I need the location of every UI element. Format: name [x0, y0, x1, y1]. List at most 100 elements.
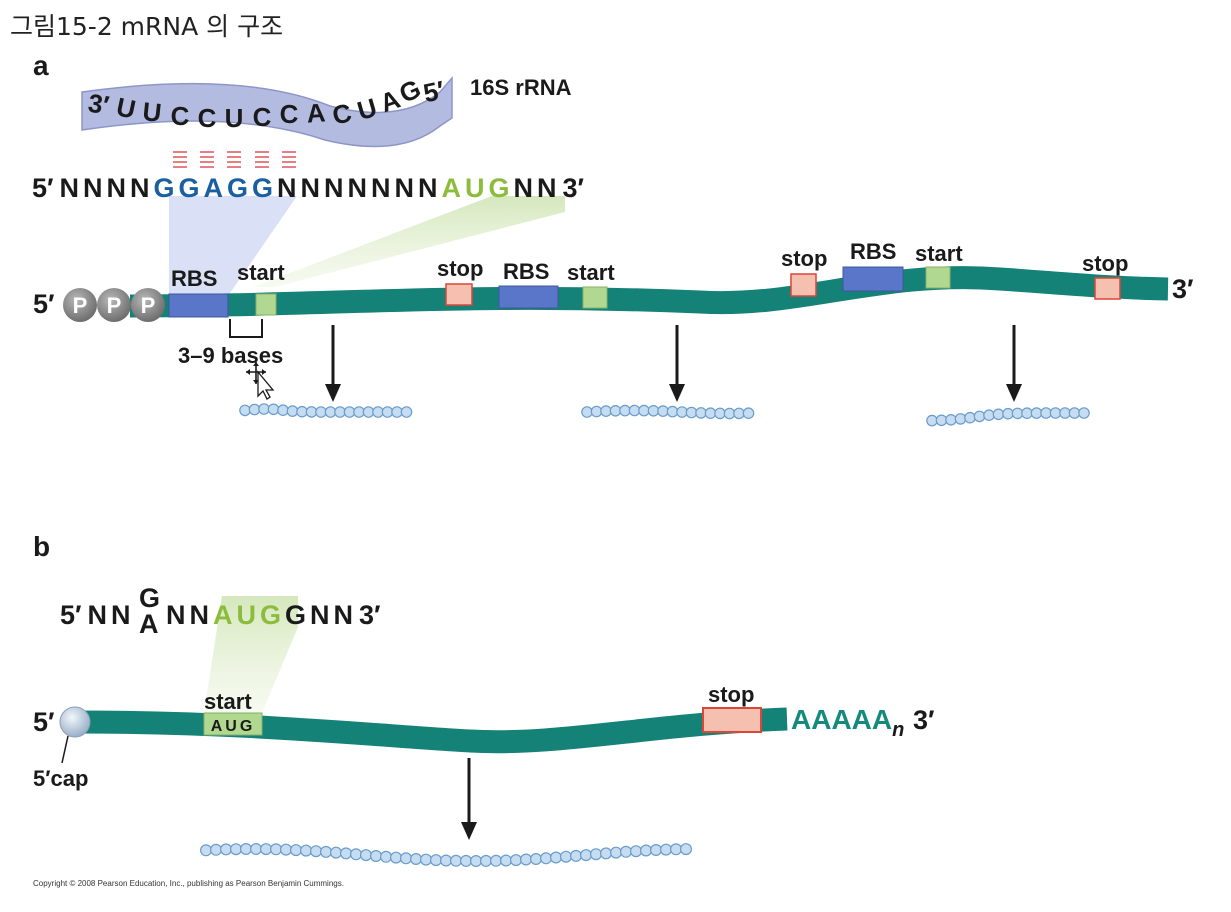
seq-a-n-mid: NNNNNNN: [277, 173, 442, 203]
amino-acid-bead: [657, 405, 669, 417]
amino-acid-bead: [390, 851, 403, 864]
rrna-letter: U: [225, 103, 244, 133]
mrna-b-3prime: 3′: [913, 705, 935, 735]
amino-acid-bead: [992, 408, 1005, 421]
label-stop-2: stop: [781, 246, 827, 271]
amino-acid-bead: [286, 405, 299, 417]
mrna-a-5prime: 5′: [33, 289, 55, 319]
label-rbs-1: RBS: [171, 266, 217, 291]
stop-box-2: [790, 273, 817, 297]
amino-acid-bead: [1059, 407, 1071, 419]
amino-acid-bead: [391, 406, 403, 418]
label-start-3: start: [915, 241, 963, 266]
phosphate-circle-2: [97, 288, 131, 322]
rbs-box-3: [842, 266, 904, 292]
amino-acid-bead: [704, 407, 717, 419]
panel-a-letter: a: [33, 50, 49, 81]
amino-acid-bead: [305, 406, 318, 418]
seq-a-n-left: NNNN: [60, 173, 154, 203]
amino-acid-bead: [296, 405, 308, 418]
amino-acid-bead: [1021, 407, 1033, 419]
amino-acid-bead: [1049, 407, 1062, 419]
amino-acid-bead: [270, 843, 283, 856]
rrna-letter: U: [141, 96, 163, 128]
amino-acid-bead: [470, 854, 483, 867]
mrna-sequence-b-rest: NNAUGGNN3′: [166, 600, 381, 630]
triphosphate-5prime: P P P: [63, 288, 165, 322]
polypeptide-chain-3: [926, 407, 1090, 427]
start-codon-text: AUG: [211, 718, 256, 735]
amino-acid-bead: [581, 406, 593, 418]
start-box-2: [582, 286, 608, 309]
seq-b-g-top: G: [139, 583, 160, 613]
rrna-letter: A: [306, 97, 327, 128]
amino-acid-bead: [628, 404, 641, 417]
amino-acid-bead: [964, 411, 976, 424]
polypeptide-chain-2: [581, 404, 755, 420]
amino-acid-bead: [679, 843, 692, 856]
amino-acid-bead: [320, 845, 333, 858]
phosphate-label-1: P: [73, 293, 88, 318]
amino-acid-bead: [569, 849, 582, 862]
amino-acid-bead: [240, 842, 253, 855]
phosphate-circle-3: [131, 288, 165, 322]
cap-label: 5′cap: [33, 766, 88, 791]
label-start-1: start: [237, 260, 285, 285]
amino-acid-bead: [579, 849, 592, 862]
phosphate-circle-1: [63, 288, 97, 322]
amino-acid-bead: [1011, 407, 1024, 420]
amino-acid-bead: [410, 852, 423, 865]
rbs-box-2: [498, 285, 559, 309]
amino-acid-bead: [609, 846, 622, 859]
amino-acid-bead: [480, 854, 493, 867]
phosphate-label-2: P: [107, 293, 122, 318]
label-rbs-3: RBS: [850, 239, 896, 264]
seq-b-nn-3: NN: [310, 600, 357, 630]
amino-acid-bead: [983, 409, 995, 421]
seq-b-g: G: [285, 600, 310, 630]
amino-acid-bead: [733, 407, 745, 420]
translation-arrow-1: [325, 325, 341, 402]
amino-acid-bead: [539, 852, 552, 865]
seq-b-nn-2: NN: [166, 600, 213, 630]
mrna-a-3prime: 3′: [1172, 274, 1194, 304]
amino-acid-bead: [280, 843, 293, 856]
start-box-3: [925, 266, 951, 289]
copyright-notice: Copyright © 2008 Pearson Education, Inc.…: [33, 879, 344, 888]
polycistronic-mrna-strand: [129, 266, 1169, 318]
panel-b-letter: b: [33, 531, 50, 562]
start-box-1: [255, 293, 277, 316]
amino-acid-bead: [1078, 407, 1090, 419]
poly-a-subscript: n: [892, 719, 904, 741]
amino-acid-bead: [250, 842, 263, 855]
start-projection-fan-b: [204, 596, 298, 713]
rrna-letter: C: [198, 103, 217, 133]
amino-acid-bead: [360, 849, 373, 862]
amino-acid-bead: [230, 843, 243, 856]
amino-acid-bead: [714, 407, 726, 420]
monocistronic-mrna-strand: [75, 707, 788, 754]
poly-a-tail: AAAAAn: [791, 704, 904, 741]
amino-acid-bead: [353, 406, 365, 418]
rbs-projection-fan: [169, 196, 297, 296]
rrna-letter: C: [171, 101, 190, 131]
amino-acid-bead: [519, 853, 532, 866]
mrna-b-5prime: 5′: [33, 707, 55, 737]
amino-acid-bead: [460, 854, 473, 867]
amino-acid-bead: [450, 854, 463, 867]
rrna-16s-label: 16S rRNA: [470, 75, 572, 100]
amino-acid-bead: [695, 407, 707, 419]
amino-acid-bead: [639, 844, 652, 857]
figure-title: 그림15-2 mRNA 의 구조: [10, 12, 283, 41]
amino-acid-bead: [973, 410, 986, 423]
seq-b-3prime: 3′: [359, 600, 381, 630]
amino-acid-bead: [935, 414, 948, 427]
shine-dalgarno-sequence: GGAGG: [154, 173, 278, 203]
cap-pointer-line: [61, 735, 69, 764]
amino-acid-bead: [954, 413, 967, 425]
amino-acid-bead: [1040, 407, 1052, 419]
amino-acid-bead: [362, 406, 375, 418]
amino-acid-bead: [277, 404, 289, 416]
label-rbs-2: RBS: [503, 259, 549, 284]
